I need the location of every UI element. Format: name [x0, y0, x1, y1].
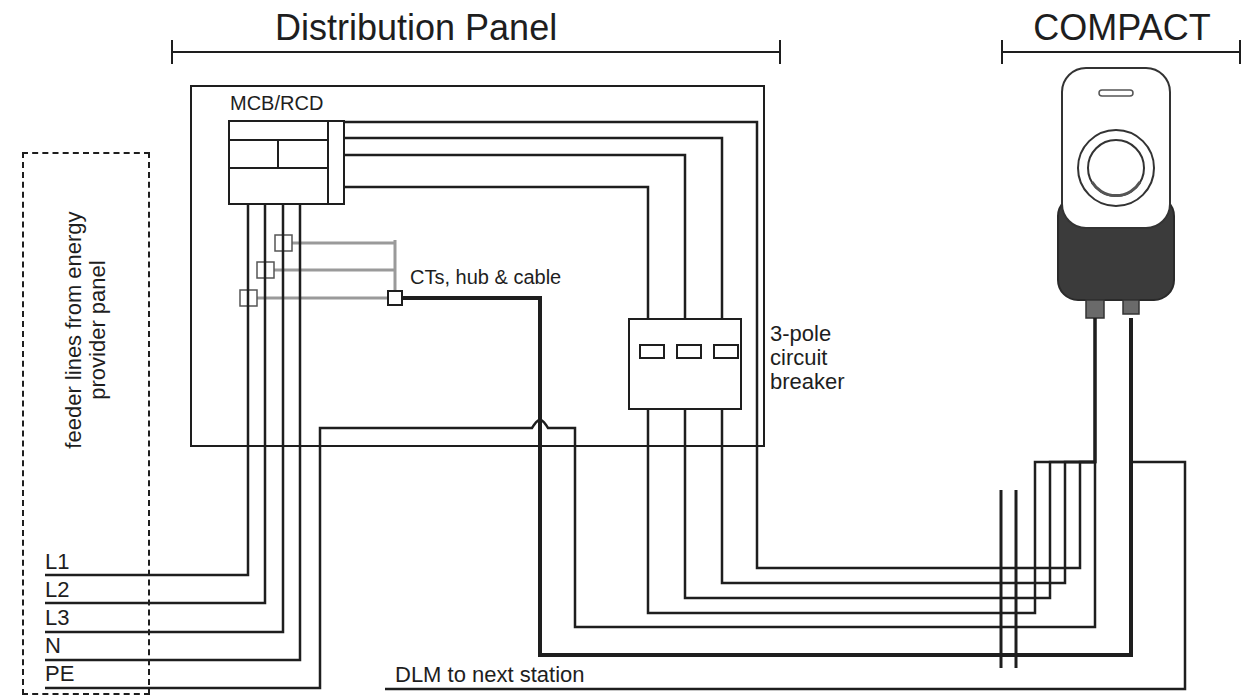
panel-box: 3-pole circuit breaker: [628, 318, 880, 410]
feeder-line-name: N: [45, 634, 61, 658]
wallbox-illustration: [1058, 68, 1174, 318]
cable-gland: [1086, 300, 1104, 318]
node-label: COMPACT: [1000, 10, 1244, 46]
wallbox-socket-ring: [1078, 130, 1154, 206]
wire-bundle: [45, 205, 300, 660]
terminal-bar: [1015, 490, 1018, 668]
terminal-bar: [1000, 490, 1003, 668]
ct-hub: [388, 291, 402, 305]
wire: [345, 122, 1095, 568]
dashed-outline: [22, 152, 150, 695]
cable-gland: [1123, 300, 1139, 314]
wire: [345, 138, 722, 318]
wire: [45, 205, 300, 660]
feeder-line-name: L1: [45, 550, 69, 574]
wire: [45, 205, 265, 603]
feeder-region: feeder lines from energy provider panel: [22, 152, 150, 695]
wallbox-body: [1062, 68, 1170, 228]
breaker-pole: [677, 345, 701, 358]
wire: [345, 155, 685, 318]
panel-box: MCB/RCD: [228, 90, 345, 205]
charger-group: COMPACT: [1000, 8, 1244, 318]
box-outline: [628, 318, 742, 410]
ct-label: CTs, hub & cable: [410, 266, 561, 288]
wire-bundle: [45, 318, 1095, 688]
wire: [45, 318, 1095, 688]
wire: [45, 205, 283, 632]
wire-bundle: [345, 138, 722, 318]
wire: [345, 187, 648, 318]
terminal-strip: [1001, 490, 1016, 668]
breaker-pole: [640, 345, 664, 358]
wallbox-display: [1099, 90, 1133, 96]
wire-bundle: [345, 122, 1095, 568]
wire: [45, 205, 248, 575]
node-label: 3-pole circuit breaker: [770, 322, 876, 395]
mcb-divisions: [228, 120, 328, 205]
node-label: MCB/RCD: [230, 92, 323, 114]
wallbox-socket-lip: [1092, 182, 1140, 196]
mcb-division-lines: [228, 120, 328, 205]
wire: [685, 318, 1095, 598]
panel-box: Distribution PanelMCB/RCD3-pole circuit …: [170, 8, 782, 450]
feeder-line-name: PE: [45, 662, 74, 686]
feeder-line-name: L2: [45, 578, 69, 602]
breaker-poles: [640, 345, 738, 358]
node-label: Distribution Panel: [275, 10, 557, 46]
breaker-pole: [714, 345, 738, 358]
wire: [722, 318, 1095, 583]
node-label: feeder lines from energy provider panel: [62, 210, 110, 450]
dlm-label: DLM to next station: [395, 663, 585, 687]
box-outline: [228, 120, 345, 205]
ct-cable: [402, 298, 1131, 655]
wallbox-socket: [1088, 140, 1144, 196]
feeder-line-name: L3: [45, 606, 69, 630]
